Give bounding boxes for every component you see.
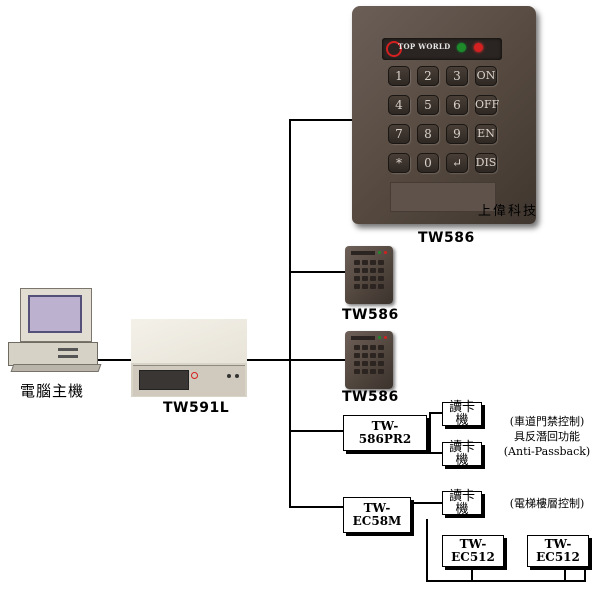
box-ec512-b: TW- EC512 [527, 535, 589, 567]
key-6: 6 [446, 95, 468, 115]
key-3: 3 [446, 66, 468, 86]
keypad-reader-small-1 [345, 246, 393, 304]
key-2: 2 [417, 66, 439, 86]
box-ec512-b-line2: EC512 [536, 550, 580, 564]
box-586pr2: TW- 586PR2 [343, 415, 427, 451]
label-reader-small-2: TW586 [342, 389, 399, 405]
box-ec58m: TW- EC58M [343, 497, 411, 533]
card-reader-box-2: 讀卡機 [442, 440, 482, 468]
box-ec512-a-line1: TW- [459, 537, 487, 551]
label-reader-large: TW586 [418, 230, 475, 246]
company-name: 上偉科技 [478, 204, 539, 219]
note-lane-line2: 具反潛回功能 [514, 430, 580, 443]
card-reader-label-1: 讀卡機 [448, 400, 475, 428]
box-ec512-b-line1: TW- [544, 537, 572, 551]
key-dis: DIS [475, 153, 497, 173]
brand-logo-icon [386, 41, 402, 57]
box-ec58m-line1: TW- [363, 501, 391, 515]
box-ec58m-line2: EC58M [352, 514, 402, 528]
box-ec512-a-line2: EC512 [451, 550, 495, 564]
key-enter-icon: ↵ [446, 153, 468, 173]
note-lane-line3: (Anti-Passback) [503, 445, 591, 458]
box-586pr2-line2: 586PR2 [358, 432, 412, 446]
box-ec512-a: TW- EC512 [442, 535, 504, 567]
key-en: EN [475, 124, 497, 144]
label-reader-small-1: TW586 [342, 307, 399, 323]
key-on: ON [475, 66, 497, 86]
key-5: 5 [417, 95, 439, 115]
card-reader-label-3: 讀卡機 [448, 489, 475, 517]
key-4: 4 [388, 95, 410, 115]
key-0: 0 [417, 153, 439, 173]
reader-brand-plate [382, 38, 502, 60]
box-586pr2-line1: TW- [371, 419, 399, 433]
note-elevator-control: (電梯樓層控制) [509, 497, 585, 510]
key-off: OFF [475, 95, 499, 115]
key-1: 1 [388, 66, 410, 86]
reader-brand-text: TOP WORLD [398, 42, 451, 51]
computer-icon [8, 288, 102, 372]
led-red-icon [474, 43, 483, 52]
led-green-icon [457, 43, 466, 52]
controller-unit [131, 319, 247, 397]
card-reader-label-2: 讀卡機 [448, 440, 475, 468]
key-8: 8 [417, 124, 439, 144]
note-lane-control: (車道門禁控制) 具反潛回功能 (Anti-Passback) [494, 414, 600, 459]
note-lane-line1: (車道門禁控制) [509, 415, 585, 428]
keypad-reader-large: TOP WORLD 1 2 3 ON 4 5 6 OFF 7 8 9 EN * … [352, 6, 536, 224]
keypad-reader-small-2 [345, 331, 393, 389]
key-star: * [388, 153, 410, 173]
card-reader-box-1: 讀卡機 [442, 400, 482, 428]
label-computer: 電腦主機 [20, 382, 85, 400]
reader-card-window [390, 182, 496, 212]
card-reader-box-3: 讀卡機 [442, 489, 482, 517]
key-9: 9 [446, 124, 468, 144]
label-controller: TW591L [163, 400, 230, 416]
key-7: 7 [388, 124, 410, 144]
